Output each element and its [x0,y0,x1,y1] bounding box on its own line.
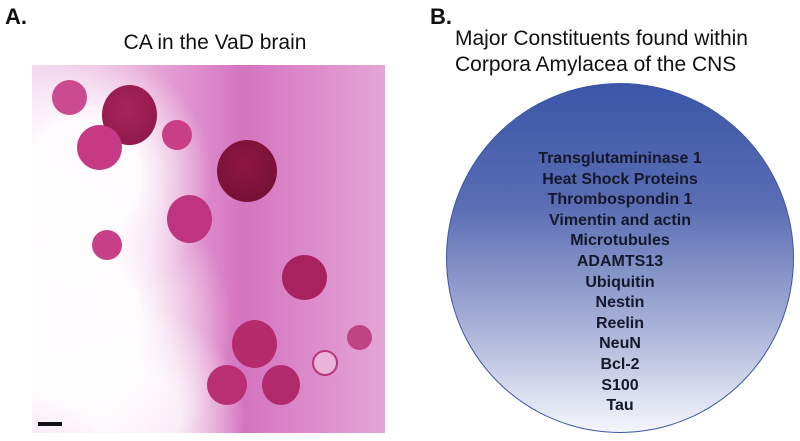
micrograph-image [32,65,385,433]
constituent-item: Reelin [595,314,644,332]
panel-a-title: CA in the VaD brain [123,31,307,54]
constituent-item: Transglutamininase 1 [538,150,702,167]
constituent-item: Heat Shock Proteins [542,170,698,188]
constituent-item: Thrombospondin 1 [547,191,693,209]
constituent-item: S100 [601,376,639,394]
scale-bar [38,422,62,426]
constituent-item: Ubiquitin [585,273,655,291]
panel-b-title: Major Constituents found within Corpora … [455,26,785,78]
corpora-amylacea [77,125,122,170]
panel-b-title-line2: Corpora Amylacea of the CNS [455,53,737,76]
panel-b-label: B. [430,4,452,29]
constituent-item: Microtubules [570,232,670,250]
corpora-amylacea [167,195,212,243]
panel-b-title-line1: Major Constituents found within [455,27,748,50]
corpora-amylacea [262,365,300,405]
constituents-circle [446,83,794,433]
constituent-item: Tau [606,397,634,415]
corpora-amylacea [162,120,192,150]
corpora-amylacea [52,80,87,115]
corpora-amylacea [217,140,277,202]
corpora-amylacea [347,325,372,350]
constituent-item: NeuN [599,335,641,353]
corpora-amylacea [207,365,247,405]
constituent-item: Bcl-2 [600,355,640,373]
panel-a-label: A. [5,4,27,29]
constituent-item: Nestin [595,294,645,312]
constituent-item: ADAMTS13 [576,252,664,270]
corpora-amylacea [312,350,338,376]
corpora-amylacea [282,255,327,300]
corpora-amylacea [92,230,122,260]
corpora-amylacea [232,320,277,368]
constituent-item: Vimentin and actin [549,211,691,229]
